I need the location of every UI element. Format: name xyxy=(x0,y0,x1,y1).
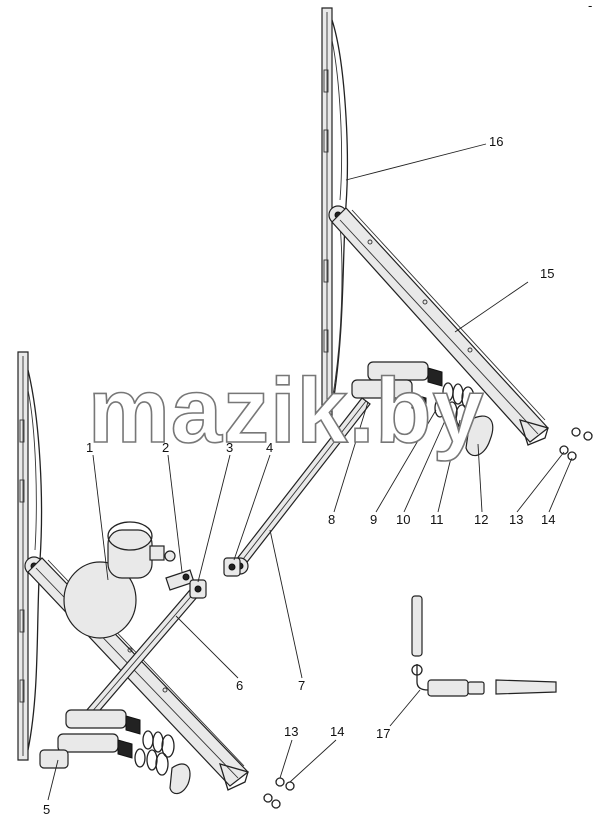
watermark: mazik.by xyxy=(88,360,485,462)
callout-6: 6 xyxy=(236,678,243,693)
callout-12: 12 xyxy=(474,512,488,527)
lower-wiper-blade xyxy=(17,351,43,761)
callout-17: 17 xyxy=(376,726,390,741)
callout-11: 11 xyxy=(430,512,444,527)
callout-7: 7 xyxy=(298,678,305,693)
callout-16: 16 xyxy=(489,134,503,149)
callout-15: 15 xyxy=(540,266,554,281)
lower-washer-set xyxy=(134,730,191,795)
callout-2: 2 xyxy=(162,440,169,455)
lower-wiper-assembly xyxy=(17,351,295,809)
upper-wiper-assembly xyxy=(321,7,593,461)
callout-14-upper: 14 xyxy=(541,512,555,527)
upper-nut-set xyxy=(559,427,593,461)
callout-13-upper: 13 xyxy=(509,512,523,527)
upper-shaft-assembly xyxy=(351,361,443,413)
wiper-motor xyxy=(63,521,176,639)
callout-labels: 1 2 3 4 5 6 7 8 9 10 11 12 13 14 13 14 1… xyxy=(43,134,555,817)
callout-10: 10 xyxy=(396,512,410,527)
callout-13-lower: 13 xyxy=(284,724,298,739)
lower-nut-set xyxy=(263,777,295,809)
callout-5: 5 xyxy=(43,802,50,817)
callout-1: 1 xyxy=(86,440,93,455)
corner-mark: - xyxy=(588,0,592,13)
callout-14-lower: 14 xyxy=(330,724,344,739)
callout-4: 4 xyxy=(266,440,273,455)
upper-wiper-arm xyxy=(331,207,549,446)
callout-3: 3 xyxy=(226,440,233,455)
washer-hose-fitting xyxy=(411,595,557,697)
link-joints xyxy=(189,557,241,599)
leader-lines xyxy=(47,143,573,801)
lower-shaft-assembly xyxy=(39,709,141,769)
callout-8: 8 xyxy=(328,512,335,527)
upper-wiper-blade xyxy=(321,7,348,421)
upper-washer-set xyxy=(434,382,494,457)
callout-9: 9 xyxy=(370,512,377,527)
